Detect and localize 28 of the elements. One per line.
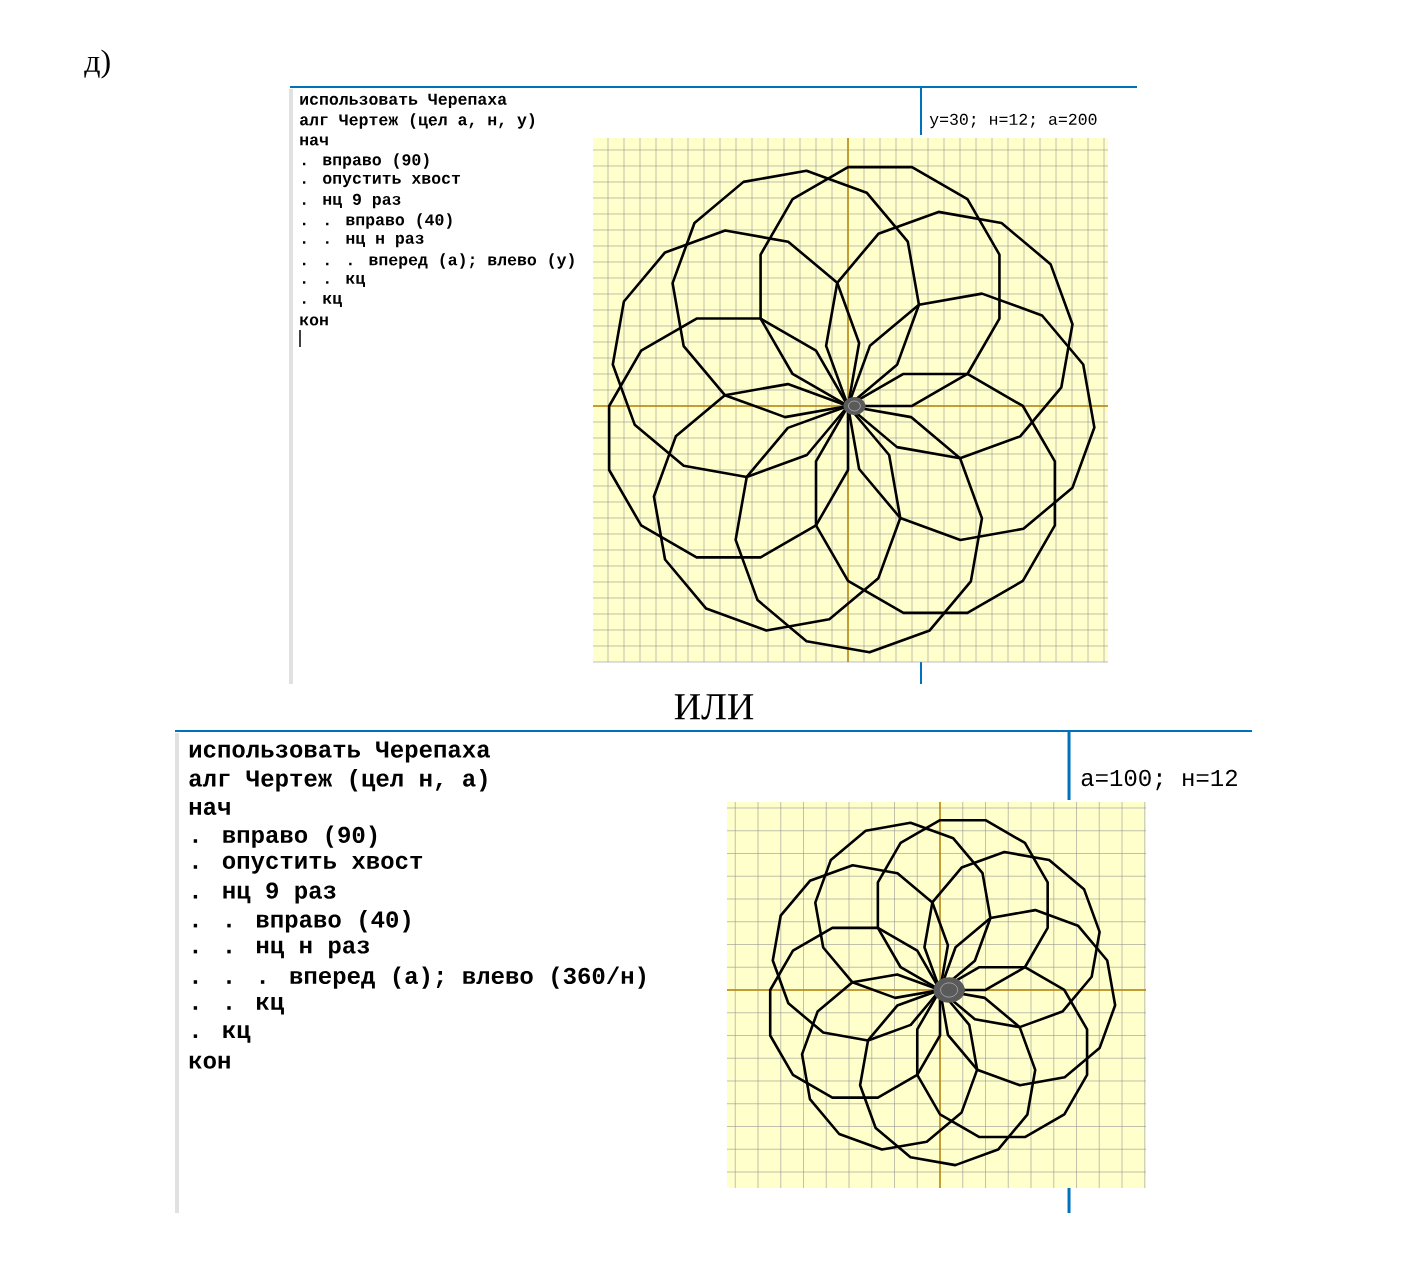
code-line: алг Чертеж (цел а, н, у) (300, 113, 535, 129)
code-line: . опустить хвост (193, 855, 423, 874)
code-line: . опустить хвост (303, 174, 460, 188)
parameter-text: у=30; н=12; а=200 (929, 113, 1097, 129)
code-line: . нц 9 раз (303, 193, 401, 209)
task-letter: д) (84, 49, 110, 79)
code-line: . нц 9 раз (193, 882, 336, 904)
separator-text: ИЛИ (674, 694, 754, 720)
code-line: . . вправо (40) (303, 213, 452, 229)
code-line: нач (300, 136, 328, 146)
code-line: . . кц (303, 275, 365, 287)
code-line: алг Чертеж (цел н, а) (189, 769, 487, 792)
code-line: использовать Черепаха (300, 93, 507, 109)
code-line: . . кц (193, 997, 284, 1015)
code-line: кон (189, 1055, 230, 1069)
code-line: . кц (303, 295, 342, 307)
parameter-text: а=100; н=12 (1081, 769, 1237, 791)
code-line: . вправо (90) (303, 153, 429, 169)
code-line: . . нц н раз (193, 940, 369, 959)
code-line: . . . вперед (а); влево (360/н) (193, 966, 645, 989)
code-line: . кц (193, 1025, 251, 1043)
code-line: . . нц н раз (303, 234, 424, 248)
code-line: нач (189, 801, 230, 815)
code-line: . . вправо (40) (193, 910, 410, 933)
code-line: использовать Черепаха (189, 741, 490, 763)
code-line: . вправо (90) (193, 825, 377, 848)
code-line: . . . вперед (а); влево (у) (303, 253, 574, 269)
code-line: кон (300, 316, 328, 326)
